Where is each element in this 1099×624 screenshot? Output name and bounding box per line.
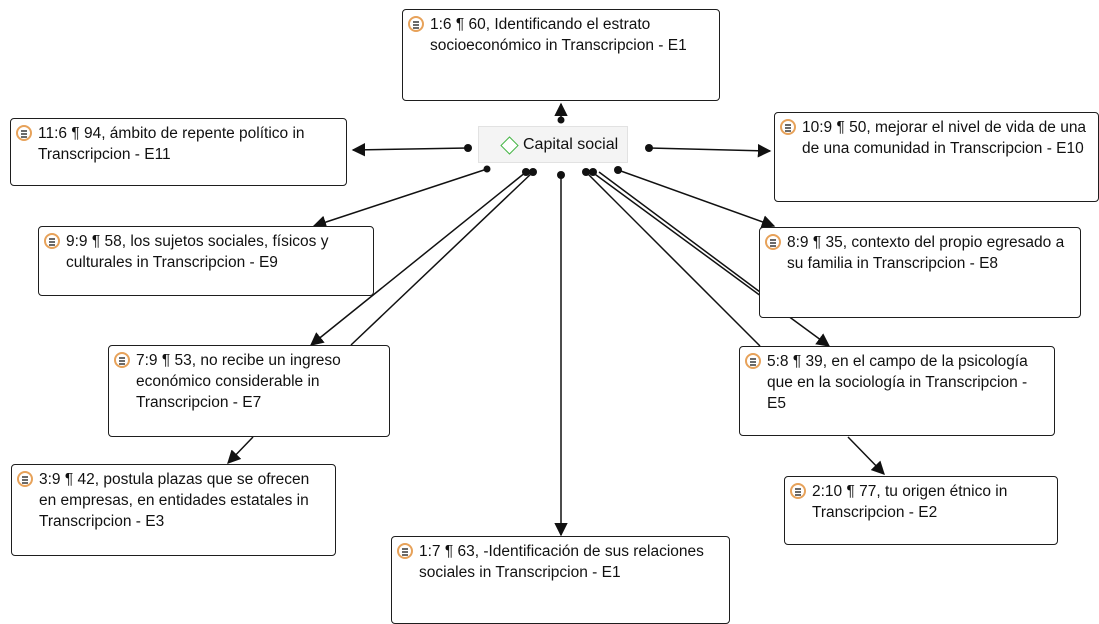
quotation-icon xyxy=(397,543,413,559)
quotation-text: 11:6 ¶ 94, ámbito de repente político in… xyxy=(38,125,305,163)
endpoint-dot xyxy=(522,168,530,176)
edge-to-q-9-9 xyxy=(312,168,488,229)
code-label: Capital social xyxy=(523,135,619,153)
quotation-node[interactable]: 2:10 ¶ 77, tu origen étnico in Transcrip… xyxy=(784,476,1058,545)
endpoint-dot xyxy=(582,168,590,176)
quotation-icon xyxy=(16,125,32,141)
quotation-text: 5:8 ¶ 39, en el campo de la psicología q… xyxy=(767,353,1028,412)
endpoint-dot xyxy=(589,168,597,176)
quotation-icon xyxy=(408,16,424,32)
edge-5-8-to-2-10 xyxy=(847,436,885,475)
quotation-icon xyxy=(17,471,33,487)
quotation-node[interactable]: 1:7 ¶ 63, -Identificación de sus relacio… xyxy=(391,536,730,624)
quotation-text: 7:9 ¶ 53, no recibe un ingreso económico… xyxy=(136,352,341,411)
endpoint-dot xyxy=(464,144,472,152)
edge-7-9-second xyxy=(350,171,534,346)
quotation-icon xyxy=(790,483,806,499)
edge-to-q-11-6 xyxy=(351,143,469,157)
edge-to-q-10-9 xyxy=(648,143,772,158)
endpoint-dot xyxy=(483,165,491,173)
quotation-text: 1:6 ¶ 60, Identificando el estrato socio… xyxy=(430,16,687,54)
quotation-icon xyxy=(780,119,796,135)
quotation-node[interactable]: 8:9 ¶ 35, contexto del propio egresado a… xyxy=(759,227,1081,318)
quotation-node[interactable]: 11:6 ¶ 94, ámbito de repente político in… xyxy=(10,118,347,186)
quotation-text: 10:9 ¶ 50, mejorar el nivel de vida de u… xyxy=(802,119,1087,157)
quotation-node[interactable]: 9:9 ¶ 58, los sujetos sociales, físicos … xyxy=(38,226,374,296)
edge-8-9-second xyxy=(598,171,761,293)
quotation-icon xyxy=(745,353,761,369)
quotation-icon xyxy=(765,234,781,250)
endpoint-dot xyxy=(614,166,622,174)
quotation-icon xyxy=(44,233,60,249)
edge-to-q-8-9 xyxy=(617,169,776,229)
quotation-icon xyxy=(114,352,130,368)
endpoint-dot xyxy=(557,116,565,124)
endpoint-dot xyxy=(557,171,565,179)
endpoint-dot xyxy=(529,168,537,176)
edge-5-8-second xyxy=(585,171,761,347)
code-diamond-icon xyxy=(500,136,519,155)
quotation-text: 8:9 ¶ 35, contexto del propio egresado a… xyxy=(787,234,1065,272)
quotation-text: 2:10 ¶ 77, tu origen étnico in Transcrip… xyxy=(812,483,1008,521)
quotation-node[interactable]: 10:9 ¶ 50, mejorar el nivel de vida de u… xyxy=(774,112,1099,202)
code-node[interactable]: Capital social xyxy=(478,126,628,163)
quotation-node[interactable]: 1:6 ¶ 60, Identificando el estrato socio… xyxy=(402,9,720,101)
edge-to-q-7-9 xyxy=(309,171,527,346)
quotation-text: 9:9 ¶ 58, los sujetos sociales, físicos … xyxy=(66,233,329,271)
quotation-node[interactable]: 7:9 ¶ 53, no recibe un ingreso económico… xyxy=(108,345,390,437)
quotation-text: 1:7 ¶ 63, -Identificación de sus relacio… xyxy=(419,543,704,581)
edge-7-9-to-3-9 xyxy=(227,436,254,464)
quotation-text: 3:9 ¶ 42, postula plazas que se ofrecen … xyxy=(39,471,310,530)
endpoint-dot xyxy=(645,144,653,152)
quotation-node[interactable]: 5:8 ¶ 39, en el campo de la psicología q… xyxy=(739,346,1055,436)
quotation-node[interactable]: 3:9 ¶ 42, postula plazas que se ofrecen … xyxy=(11,464,336,556)
edge-endpoints xyxy=(464,116,653,179)
